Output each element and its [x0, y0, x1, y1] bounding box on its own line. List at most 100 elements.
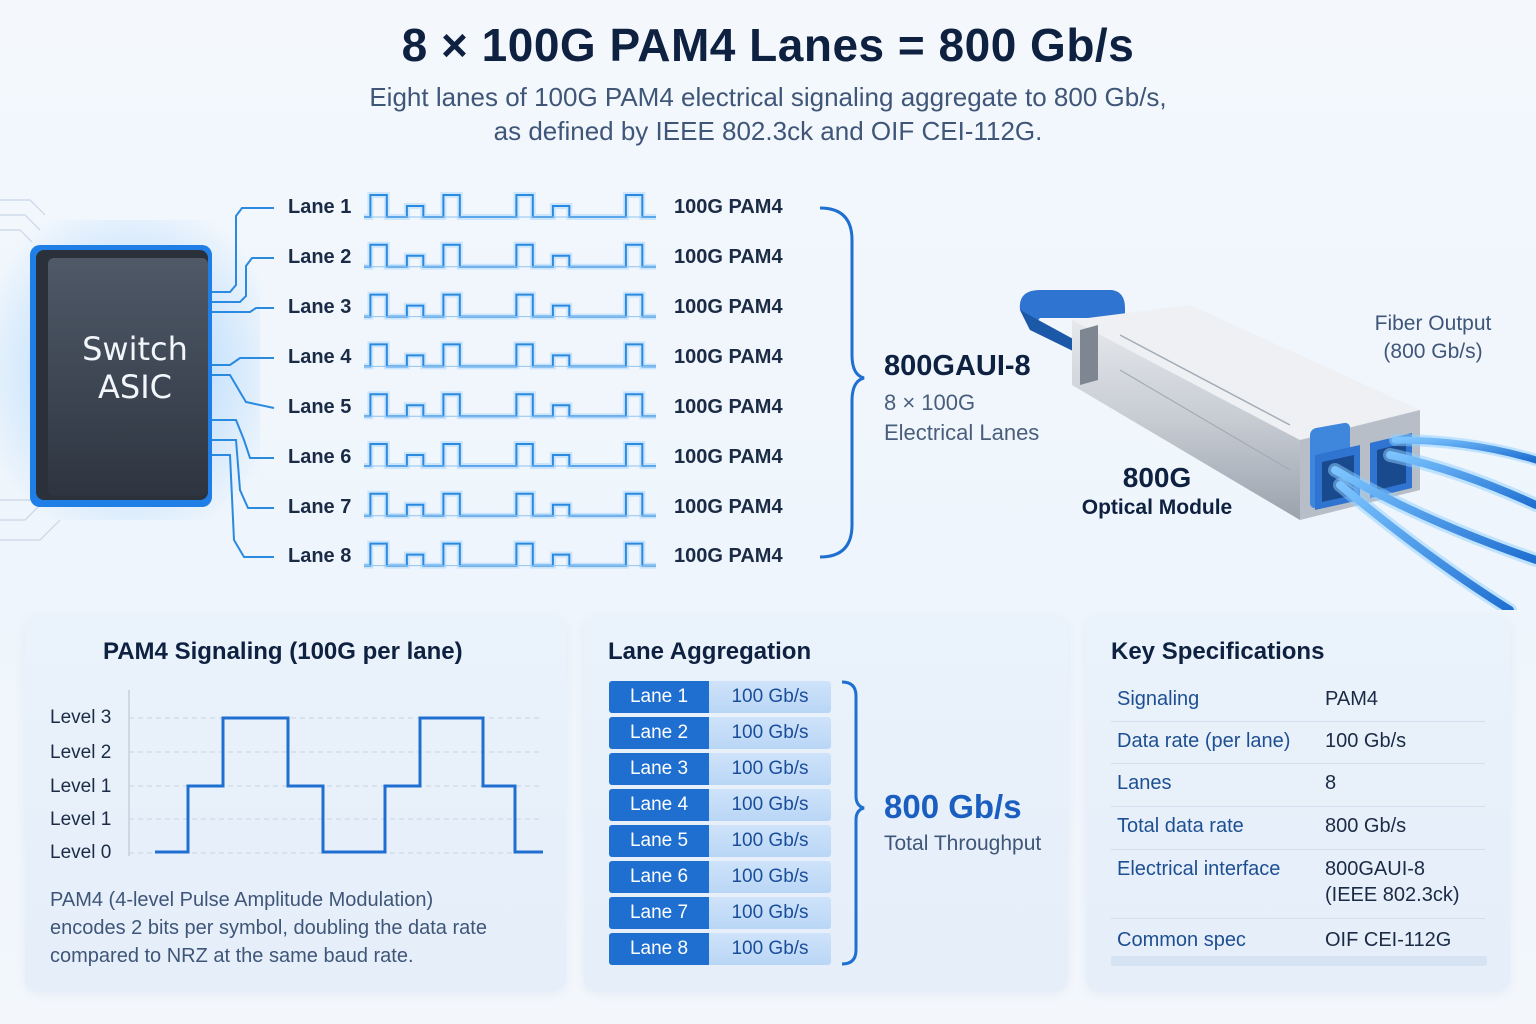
spec-key: Common spec — [1117, 929, 1246, 951]
subtitle-line-2: as defined by IEEE 802.3ck and OIF CEI-1… — [493, 116, 1043, 146]
spec-value: 100 Gb/s — [1325, 730, 1407, 752]
aggregation-rate: 100 Gb/s — [709, 753, 831, 785]
spec-row: Signaling PAM4 — [1111, 684, 1485, 722]
spec-table: Signaling PAM4 Data rate (per lane) 100 … — [1111, 684, 1485, 961]
spec-panel-title: Key Specifications — [1111, 638, 1325, 665]
chip-label-line-2: ASIC — [98, 368, 172, 406]
aggregation-lane: Lane 6 — [609, 861, 709, 893]
fiber-output-label: Fiber Output — [1374, 312, 1492, 335]
aggregation-rate: 100 Gb/s — [709, 681, 831, 713]
aggregation-brace — [819, 206, 865, 559]
lane-waveform — [364, 443, 656, 467]
spec-value-line: (IEEE 802.3ck) — [1325, 884, 1460, 906]
pam4-signal-trace — [155, 716, 543, 854]
lane-waveform — [364, 492, 656, 517]
level-label: Level 2 — [50, 742, 112, 763]
aggregation-rate: 100 Gb/s — [709, 933, 831, 965]
page-title: 8 × 100G PAM4 Lanes = 800 Gb/s — [401, 19, 1135, 71]
level-label: Level 1 — [50, 809, 112, 830]
level-label: Level 3 — [50, 707, 112, 728]
lane-waveform — [364, 293, 656, 318]
pam4-description: PAM4 (4-level Pulse Amplitude Modulation… — [50, 886, 550, 970]
spec-value: PAM4 — [1325, 688, 1378, 710]
module-title: 800G — [1122, 462, 1192, 493]
spec-row: Data rate (per lane) 100 Gb/s — [1111, 722, 1485, 764]
pam4-waveform-plot — [128, 690, 543, 856]
chip-label-line-1: Switch — [82, 330, 188, 368]
spec-key: Signaling — [1117, 688, 1200, 710]
aggregate-interface-name: 800GAUI-8 — [884, 350, 1031, 382]
spec-row: Electrical interface 800GAUI-8 (IEEE 802… — [1111, 850, 1485, 919]
spec-key: Data rate (per lane) — [1117, 730, 1291, 752]
lane-waveform — [364, 393, 656, 418]
lane-rate: 100G PAM4 — [674, 196, 783, 218]
lane-waveform — [364, 343, 656, 368]
lane-rate: 100G PAM4 — [674, 396, 783, 418]
aggregation-lane: Lane 8 — [609, 933, 709, 965]
key-specifications-panel: Key Specifications Signaling PAM4 Data r… — [1086, 616, 1510, 992]
pam4-desc-line: compared to NRZ at the same baud rate. — [50, 945, 414, 967]
total-throughput-label: Total Throughput — [884, 832, 1042, 855]
pam4-desc-line: PAM4 (4-level Pulse Amplitude Modulation… — [50, 889, 434, 911]
lane-waveform — [364, 194, 656, 218]
spec-key: Total data rate — [1117, 815, 1244, 837]
spec-row: Lanes 8 — [1111, 764, 1485, 807]
total-throughput-value: 800 Gb/s — [884, 788, 1022, 825]
pam4-panel-title: PAM4 Signaling (100G per lane) — [103, 638, 463, 665]
spec-table-footer — [1111, 956, 1487, 966]
lane-label: Lane 5 — [288, 396, 352, 418]
aggregation-rate: 100 Gb/s — [709, 861, 831, 893]
aggregation-lane: Lane 5 — [609, 825, 709, 857]
fiber-output-rate: (800 Gb/s) — [1383, 340, 1483, 363]
lane-label: Lane 1 — [288, 196, 352, 218]
subtitle-line-1: Eight lanes of 100G PAM4 electrical sign… — [369, 82, 1167, 112]
spec-value: OIF CEI-112G — [1325, 929, 1452, 951]
lane-rate: 100G PAM4 — [674, 545, 783, 567]
aggregation-panel-title: Lane Aggregation — [608, 638, 812, 665]
lane-waveform — [364, 542, 656, 567]
spec-value: 8 — [1325, 772, 1337, 794]
aggregation-brace — [841, 680, 865, 966]
spec-key: Electrical interface — [1117, 858, 1281, 880]
module-subtitle: Optical Module — [1081, 496, 1233, 519]
aggregate-desc-line-2: Electrical Lanes — [884, 420, 1040, 445]
aggregation-lane: Lane 1 — [609, 681, 709, 713]
lane-rate: 100G PAM4 — [674, 496, 783, 518]
pam4-signaling-panel: PAM4 Signaling (100G per lane) Level 3 L… — [25, 616, 566, 992]
lane-rate: 100G PAM4 — [674, 346, 783, 368]
aggregation-rate: 100 Gb/s — [709, 897, 831, 929]
lane-waveforms — [364, 192, 656, 569]
lane-label: Lane 4 — [288, 346, 352, 368]
spec-row: Total data rate 800 Gb/s — [1111, 807, 1485, 850]
level-label: Level 0 — [50, 842, 112, 863]
lane-label: Lane 8 — [288, 545, 352, 567]
spec-value: 800GAUI-8 (IEEE 802.3ck) — [1325, 856, 1460, 908]
lane-rate: 100G PAM4 — [674, 446, 783, 468]
level-label: Level 1 — [50, 776, 112, 797]
pam4-desc-line: encodes 2 bits per symbol, doubling the … — [50, 917, 487, 939]
aggregation-lane: Lane 4 — [609, 789, 709, 821]
aggregation-lane: Lane 2 — [609, 717, 709, 749]
aggregate-desc-line-1: 8 × 100G — [884, 390, 976, 415]
aggregation-rate: 100 Gb/s — [709, 717, 831, 749]
lane-label: Lane 7 — [288, 496, 352, 518]
lane-rate: 100G PAM4 — [674, 296, 783, 318]
lane-waveform — [364, 243, 656, 268]
spec-key: Lanes — [1117, 772, 1172, 794]
aggregation-rate: 100 Gb/s — [709, 789, 831, 821]
lane-label: Lane 6 — [288, 446, 352, 468]
aggregation-lane: Lane 3 — [609, 753, 709, 785]
lane-traces — [212, 207, 275, 558]
spec-row: Common spec OIF CEI-112G — [1111, 919, 1485, 961]
aggregation-lane: Lane 7 — [609, 897, 709, 929]
spec-value: 800 Gb/s — [1325, 815, 1407, 837]
spec-value-line: 800GAUI-8 — [1325, 858, 1426, 880]
